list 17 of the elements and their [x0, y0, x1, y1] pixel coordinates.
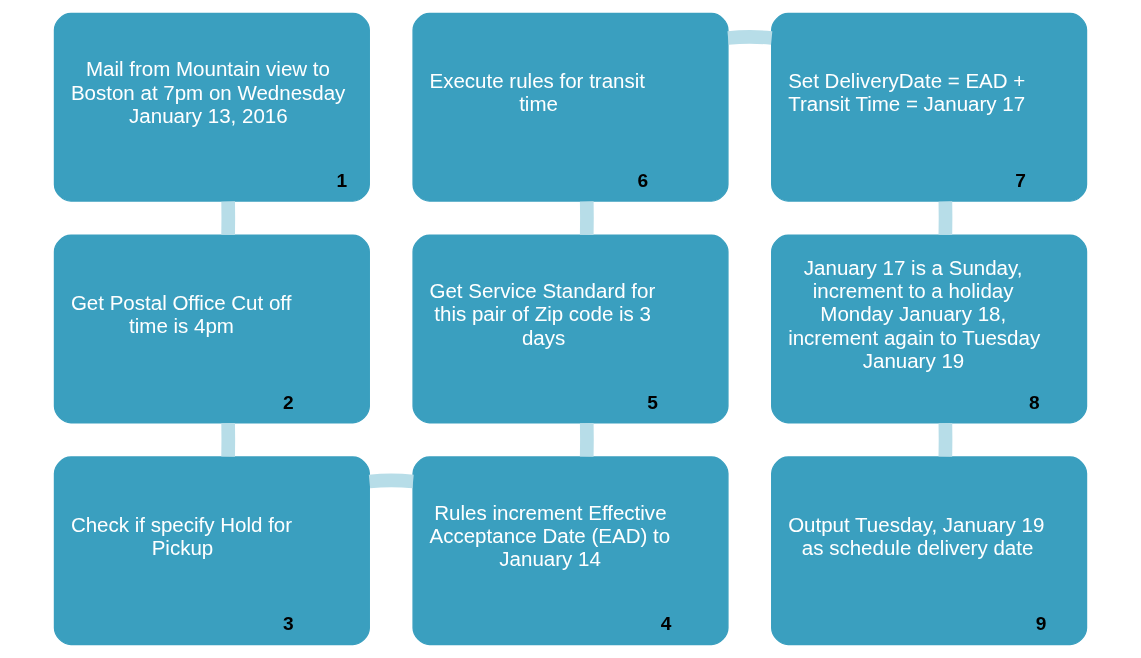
node-box: Rules increment Effective Acceptance Date (EAD) to January 14 4 [412, 456, 729, 646]
node-box: Mail from Mountain view to Boston at 7pm on Wednesday January 13, 2016 1 [53, 12, 370, 202]
node-box: Check if specify Hold for Pickup 3 [53, 456, 370, 646]
connector [579, 201, 594, 236]
connector [368, 473, 414, 489]
connector [938, 423, 953, 457]
node-box: Execute rules for transit time 6 [412, 12, 729, 202]
connector [727, 30, 773, 45]
node-box: Get Postal Office Cut off time is 4pm 2 [53, 234, 370, 424]
node-box: Get Service Standard for this pair of Zip code is 3 days 5 [412, 234, 729, 424]
node-box: January 17 is a Sunday, increment to a holiday Monday January 18, increment again to Tuesday January 19 8 [771, 234, 1088, 424]
connector [938, 201, 953, 236]
connector [221, 201, 236, 236]
node-box: Output Tuesday, January 19 as schedule delivery date 9 [771, 456, 1088, 646]
node-box: Set DeliveryDate = EAD + Transit Time = January 17 7 [771, 12, 1088, 202]
connector [221, 423, 236, 457]
connector [579, 423, 594, 457]
